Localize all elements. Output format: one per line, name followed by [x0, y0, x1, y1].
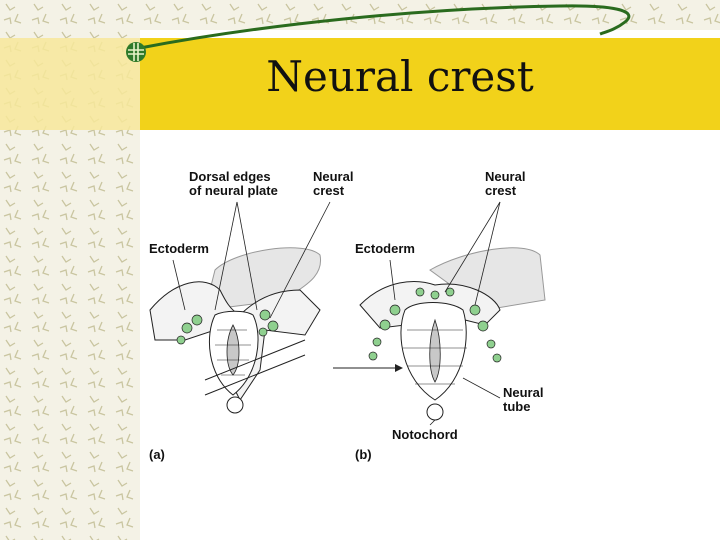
label-panel-a: (a) — [149, 448, 165, 462]
label-neural-tube: Neural tube — [503, 386, 543, 414]
panel-a-illustration — [150, 202, 330, 413]
neural-tube-diagram — [145, 160, 555, 470]
label-dorsal-edges: Dorsal edges of neural plate — [189, 170, 278, 198]
label-ectoderm-b: Ectoderm — [355, 242, 415, 256]
label-notochord: Notochord — [392, 428, 458, 442]
label-ectoderm-a: Ectoderm — [149, 242, 209, 256]
label-panel-b: (b) — [355, 448, 372, 462]
slide-title: Neural crest — [140, 52, 660, 101]
label-neural-crest-b: Neural crest — [485, 170, 525, 198]
neural-crest-figure: Dorsal edges of neural plate Neural cres… — [145, 160, 555, 470]
label-neural-crest-a: Neural crest — [313, 170, 353, 198]
